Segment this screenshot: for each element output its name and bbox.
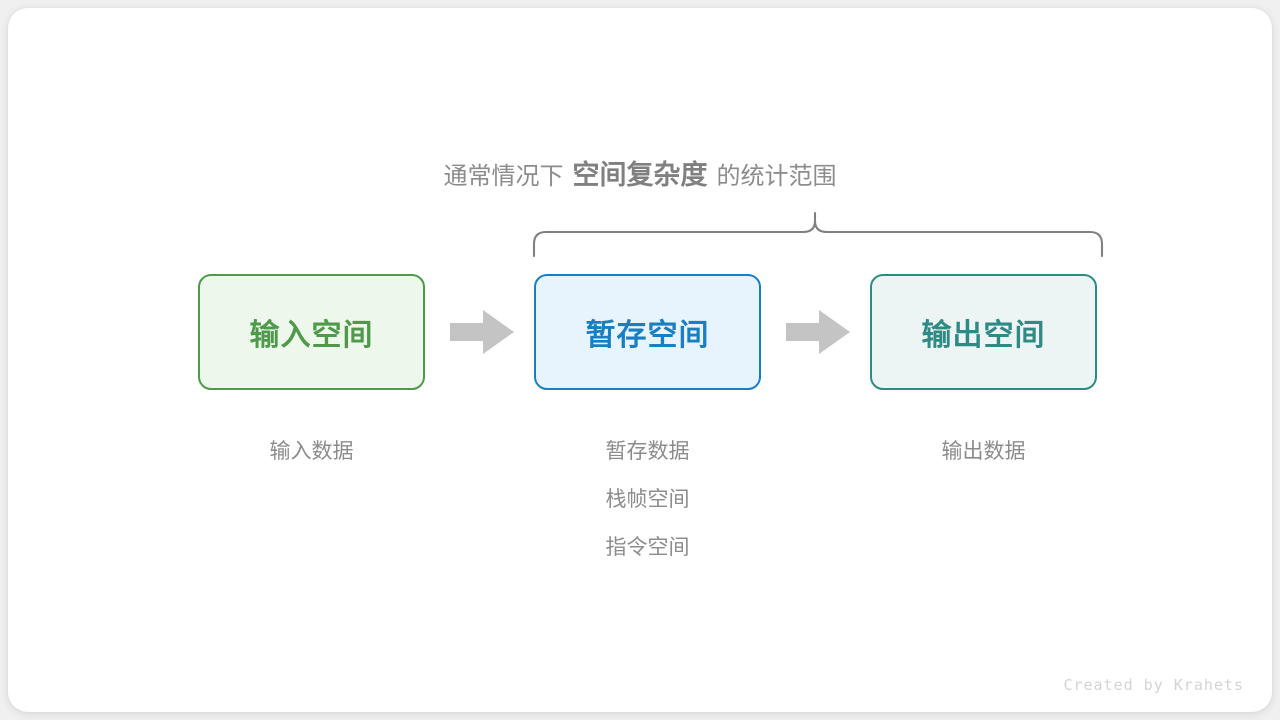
- diagram-title: 通常情况下空间复杂度的统计范围: [8, 156, 1272, 196]
- caption-line: 输出数据: [941, 440, 1026, 463]
- caption-line: 暂存数据: [605, 440, 690, 463]
- stage-box-output-space[interactable]: 输出空间: [870, 274, 1097, 390]
- diagram-canvas: 通常情况下空间复杂度的统计范围 输入空间 暂存空间 输出空间 输入数据 暂存数据…: [8, 8, 1272, 712]
- stage-box-label: 输出空间: [921, 319, 1046, 352]
- caption-line: 指令空间: [605, 536, 690, 559]
- caption-line: 输入数据: [269, 440, 354, 463]
- title-suffix: 的统计范围: [716, 163, 837, 190]
- caption-group-temp: 暂存数据 栈帧空间 指令空间: [534, 428, 761, 572]
- watermark-credit: Created by Krahets: [1063, 676, 1244, 694]
- right-arrow-icon: [450, 308, 514, 356]
- caption-group-input: 输入数据: [198, 428, 425, 476]
- title-highlight: 空间复杂度: [572, 160, 708, 190]
- caption-line: 栈帧空间: [605, 488, 690, 511]
- stage-box-input-space[interactable]: 输入空间: [198, 274, 425, 390]
- stage-box-temp-space[interactable]: 暂存空间: [534, 274, 761, 390]
- curly-brace-icon: [523, 204, 1113, 258]
- title-prefix: 通常情况下: [443, 163, 564, 190]
- right-arrow-icon: [786, 308, 850, 356]
- caption-group-output: 输出数据: [870, 428, 1097, 476]
- stage-box-label: 输入空间: [249, 319, 374, 352]
- stage-box-label: 暂存空间: [585, 319, 710, 352]
